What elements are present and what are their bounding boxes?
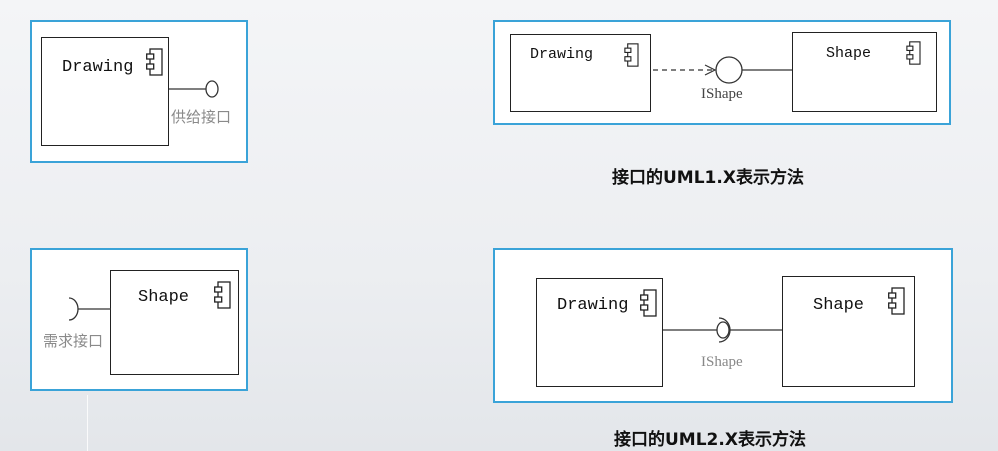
interface-name: IShape: [701, 86, 743, 102]
component-name: Shape: [813, 296, 865, 315]
component-icon: [624, 43, 639, 67]
component-name: Shape: [826, 45, 872, 62]
component-name: Drawing: [530, 46, 594, 63]
drawing-component: Drawing: [536, 278, 663, 387]
component-name: Drawing: [557, 296, 629, 315]
interface-name: IShape: [701, 354, 743, 370]
provided-interface-lollipop: [169, 80, 219, 98]
shape-component: Shape: [782, 276, 915, 387]
drawing-component: Drawing: [41, 37, 169, 146]
decorative-divider: [87, 395, 88, 451]
uml2-panel: Drawing Shape IShape: [493, 248, 953, 403]
shape-component: Shape: [792, 32, 937, 112]
shape-component: Shape: [110, 270, 239, 375]
component-icon: [888, 287, 905, 315]
component-icon: [214, 281, 231, 309]
component-icon: [146, 48, 163, 76]
uml1-panel: Drawing Shape IShape: [493, 20, 951, 125]
uml2-caption: 接口的UML2.X表示方法: [614, 430, 806, 450]
required-interface-label: 需求接口: [43, 332, 104, 350]
drawing-component: Drawing: [510, 34, 651, 112]
uml2-ball-socket-connector: [663, 317, 782, 343]
provided-interface-panel: Drawing 供给接口: [30, 20, 248, 163]
component-name: Drawing: [62, 58, 134, 77]
required-interface-socket: [68, 297, 111, 321]
provided-interface-label: 供给接口: [171, 108, 232, 126]
required-interface-panel: Shape 需求接口: [30, 248, 248, 391]
uml1-dependency-connector: [653, 56, 792, 84]
component-icon: [906, 41, 921, 65]
component-name: Shape: [138, 288, 190, 307]
uml1-caption: 接口的UML1.X表示方法: [612, 168, 804, 188]
component-icon: [640, 289, 657, 317]
